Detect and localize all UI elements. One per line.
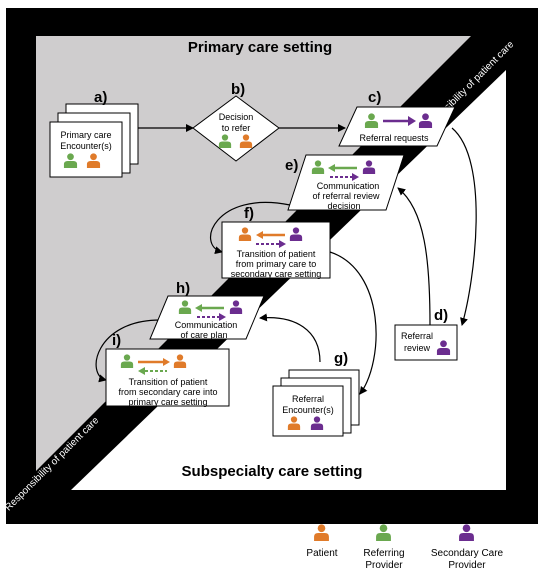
step-g-line1: Referral xyxy=(292,394,324,404)
step-b-line2: to refer xyxy=(222,123,251,133)
legend-secondary-line1: Secondary Care xyxy=(431,548,504,559)
step-c-referral-requests: Referral requests c) xyxy=(338,89,456,147)
step-i-transition-to-primary: Transition of patient from secondary car… xyxy=(105,332,230,407)
legend-patient-icon xyxy=(314,524,329,541)
legend: Patient Referring Provider Secondary Car… xyxy=(306,524,504,571)
step-e-line3: decision xyxy=(327,201,360,211)
step-f-line3: secondary care setting xyxy=(231,269,322,279)
step-c-line1: Referral requests xyxy=(359,133,429,143)
step-e-letter: e) xyxy=(285,157,298,174)
step-f-transition-to-secondary: Transition of patient from primary care … xyxy=(221,205,331,279)
step-i-line1: Transition of patient xyxy=(129,377,208,387)
step-c-letter: c) xyxy=(368,89,381,106)
legend-referring-line2: Provider xyxy=(365,560,403,571)
legend-secondary-line2: Provider xyxy=(448,560,486,571)
step-i-letter: i) xyxy=(112,332,121,349)
step-d-line2: review xyxy=(404,343,431,353)
step-a-primary-care-encounters: Primary care Encounter(s) a) xyxy=(49,89,139,178)
step-g-referral-encounters: Referral Encounter(s) g) xyxy=(272,350,360,437)
step-h-line1: Communication xyxy=(175,320,238,330)
step-d-line1: Referral xyxy=(401,331,433,341)
legend-secondary-care-provider-icon xyxy=(459,524,474,541)
step-a-line2: Encounter(s) xyxy=(60,141,112,151)
step-g-letter: g) xyxy=(334,350,348,367)
legend-referring-line1: Referring xyxy=(363,548,404,559)
subspecialty-care-title: Subspecialty care setting xyxy=(182,463,363,480)
step-e-line1: Communication xyxy=(317,181,380,191)
step-f-line1: Transition of patient xyxy=(237,249,316,259)
step-e-line2: of referral review xyxy=(312,191,380,201)
step-h-letter: h) xyxy=(176,280,190,297)
step-h-line2: of care plan xyxy=(180,330,227,340)
primary-care-title: Primary care setting xyxy=(188,39,332,56)
step-g-line2: Encounter(s) xyxy=(282,405,334,415)
step-b-line1: Decision xyxy=(219,112,254,122)
step-h-communication-care-plan: Communication of care plan h) xyxy=(149,280,265,340)
step-f-line2: from primary care to xyxy=(236,259,317,269)
legend-patient-label: Patient xyxy=(306,548,337,559)
step-d-letter: d) xyxy=(434,307,448,324)
step-i-line2: from secondary care into xyxy=(118,387,217,397)
step-b-decision-to-refer: Decision to refer b) xyxy=(192,81,280,162)
step-a-line1: Primary care xyxy=(60,130,111,140)
flow-connectors xyxy=(95,124,477,395)
legend-referring-provider-icon xyxy=(376,524,391,541)
step-d-referral-review: Referral review d) xyxy=(394,307,458,361)
step-e-communication-referral-decision: Communication of referral review decisio… xyxy=(285,154,405,211)
step-b-letter: b) xyxy=(231,81,245,98)
step-f-letter: f) xyxy=(244,205,254,222)
step-a-letter: a) xyxy=(94,89,107,106)
step-i-line3: primary care setting xyxy=(128,397,207,407)
